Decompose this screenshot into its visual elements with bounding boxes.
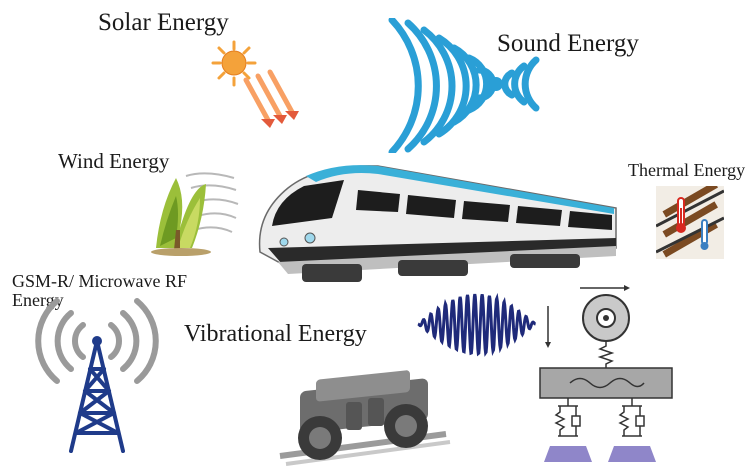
radio-tower-icon bbox=[35, 298, 159, 453]
label-wind-energy: Wind Energy bbox=[58, 149, 170, 173]
label-thermal-energy: Thermal Energy bbox=[628, 160, 746, 180]
label-sound-energy: Sound Energy bbox=[497, 30, 639, 57]
vibration-waveform-icon bbox=[417, 292, 536, 357]
rail-thermometer-icon bbox=[656, 186, 724, 259]
label-gsm-line-1: GSM-R/ Microwave RF bbox=[12, 271, 187, 291]
sun-icon bbox=[211, 40, 299, 128]
sound-wave-icon bbox=[388, 18, 540, 153]
label-solar-energy: Solar Energy bbox=[98, 9, 229, 36]
train-bogie-icon bbox=[279, 370, 451, 466]
label-vibrational-energy: Vibrational Energy bbox=[184, 321, 367, 347]
wheel-suspension-model-icon bbox=[539, 285, 673, 462]
wind-tree-icon bbox=[151, 172, 239, 256]
high-speed-train-icon bbox=[258, 165, 617, 282]
